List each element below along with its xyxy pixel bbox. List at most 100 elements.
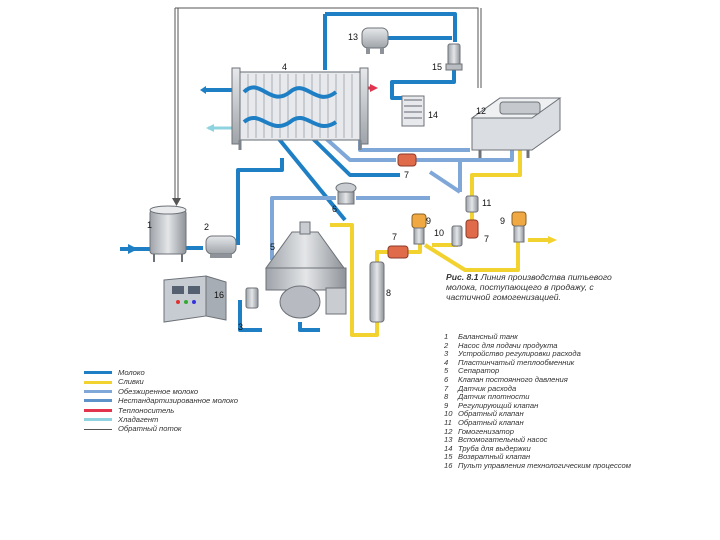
parts-list-item: 2 Насос для подачи продукта — [444, 340, 631, 351]
holding-tube — [401, 95, 425, 127]
label-14: 14 — [428, 110, 438, 120]
figure-caption: Рис. 8.1 Линия производства питьевого мо… — [446, 272, 616, 303]
legend-item: Теплоноситель — [84, 406, 238, 415]
label-11: 11 — [482, 198, 491, 208]
part-label: Регулирующий клапан — [458, 400, 539, 410]
label-7b: 7 — [392, 232, 397, 242]
parts-list-item: 15 Возвратный клапан — [444, 453, 631, 462]
cream-outlet-arrow-icon — [548, 236, 557, 244]
part-number: 5 — [444, 366, 449, 376]
label-3: 3 — [238, 322, 243, 332]
label-6: 6 — [332, 204, 337, 214]
parts-list-item: 5 Сепаратор — [444, 367, 631, 376]
part-label: Устройство регулировки расхода — [458, 349, 581, 359]
part-label: Сепаратор — [458, 366, 500, 376]
return-arrow-icon — [172, 198, 181, 206]
label-13: 13 — [348, 32, 358, 42]
legend-swatch — [84, 428, 112, 430]
part-number: 3 — [444, 349, 449, 359]
legend-swatch — [84, 371, 112, 375]
part-number: 16 — [444, 460, 453, 470]
parts-list-item: 12 Гомогенизатор — [444, 426, 631, 437]
legend-swatch — [84, 380, 112, 384]
parts-list-item: 11 Обратный клапан — [444, 417, 631, 428]
part-label: Насос для подачи продукта — [458, 340, 558, 350]
caption-title: Рис. 8.1 — [446, 272, 479, 282]
part-label: Датчик плотности — [458, 392, 530, 402]
parts-list-item: 16 Пульт управления технологическим проце… — [444, 460, 631, 471]
part-number: 2 — [444, 340, 449, 350]
balance-tank — [149, 205, 187, 262]
milk-inlet-arrow-icon — [128, 244, 138, 254]
legend-swatch — [84, 399, 112, 403]
part-label: Пульт управления технологическим процесс… — [458, 460, 631, 470]
legend-item: Сливки — [84, 377, 238, 386]
part-label: Балансный танк — [458, 332, 518, 341]
legend-label: Молоко — [118, 368, 145, 377]
skim-pipes — [270, 128, 514, 260]
part-label: Датчик расхода — [458, 383, 517, 393]
equipment-labels: 1 2 3 4 5 6 7 7 7 8 9 9 10 11 12 13 14 1… — [147, 32, 505, 332]
part-number: 11 — [444, 417, 452, 427]
label-12: 12 — [476, 106, 486, 116]
parts-list-item: 9 Регулирующий клапан — [444, 400, 631, 411]
part-number: 9 — [444, 400, 449, 410]
legend-item: Молоко — [84, 368, 238, 377]
milk-outlet-arrow-icon — [200, 86, 206, 94]
parts-list-item: 1 Балансный танк — [444, 332, 631, 342]
legend-swatch — [84, 408, 112, 412]
diversion-valve — [445, 43, 463, 71]
part-number: 6 — [444, 374, 449, 384]
parts-list-item: 8 Датчик плотности — [444, 393, 631, 402]
part-label: Пластинчатый теплообменник — [458, 357, 575, 367]
legend-label: Обезжиренное молоко — [118, 386, 199, 396]
part-number: 13 — [444, 435, 453, 445]
part-number: 8 — [444, 392, 449, 402]
label-7c: 7 — [484, 234, 489, 244]
legend-item: Обезжиренное молоко — [84, 387, 238, 396]
legend-item: Нестандартизированное молоко — [84, 396, 238, 405]
legend-label: Хладагент — [118, 414, 159, 424]
parts-list: 1 Балансный танк 2 Насос для подачи продукт… — [444, 332, 631, 471]
booster-pump — [361, 27, 389, 54]
label-8: 8 — [386, 288, 391, 298]
part-label: Возвратный клапан — [458, 452, 531, 462]
return-flow-lines — [174, 7, 482, 200]
label-5: 5 — [270, 242, 275, 252]
legend-label: Сливки — [118, 377, 144, 387]
legend-label: Теплоноситель — [118, 405, 175, 415]
label-10: 10 — [434, 228, 444, 238]
separator — [265, 221, 347, 319]
legend-item: Обратный поток — [84, 424, 238, 433]
label-7a: 7 — [404, 170, 409, 180]
density-transmitter — [369, 261, 385, 323]
heating-arrow-icon — [370, 84, 378, 92]
parts-list-item: 3 Устройство регулировки расхода — [444, 350, 631, 359]
part-number: 7 — [444, 383, 449, 393]
legend-swatch — [84, 389, 112, 393]
legend-item: Хладагент — [84, 415, 238, 424]
part-number: 14 — [444, 443, 453, 453]
label-2: 2 — [204, 222, 209, 232]
product-pump — [205, 235, 237, 258]
label-9b: 9 — [500, 216, 505, 226]
label-1: 1 — [147, 220, 152, 230]
legend-label: Нестандартизированное молоко — [118, 396, 238, 406]
regulating-valve — [411, 211, 527, 245]
part-number: 12 — [444, 426, 453, 436]
control-panel — [163, 275, 227, 323]
milk-pipes — [120, 12, 457, 332]
cooling-arrow-icon — [206, 124, 214, 132]
part-label: Обратный клапан — [458, 417, 524, 427]
label-15: 15 — [432, 62, 442, 72]
part-number: 10 — [444, 409, 453, 419]
part-number: 1 — [444, 332, 449, 341]
caption-text: Линия производства питьевого молока, пос… — [446, 272, 612, 303]
label-16: 16 — [214, 290, 224, 300]
part-label: Гомогенизатор — [458, 426, 514, 436]
part-number: 15 — [444, 452, 453, 462]
